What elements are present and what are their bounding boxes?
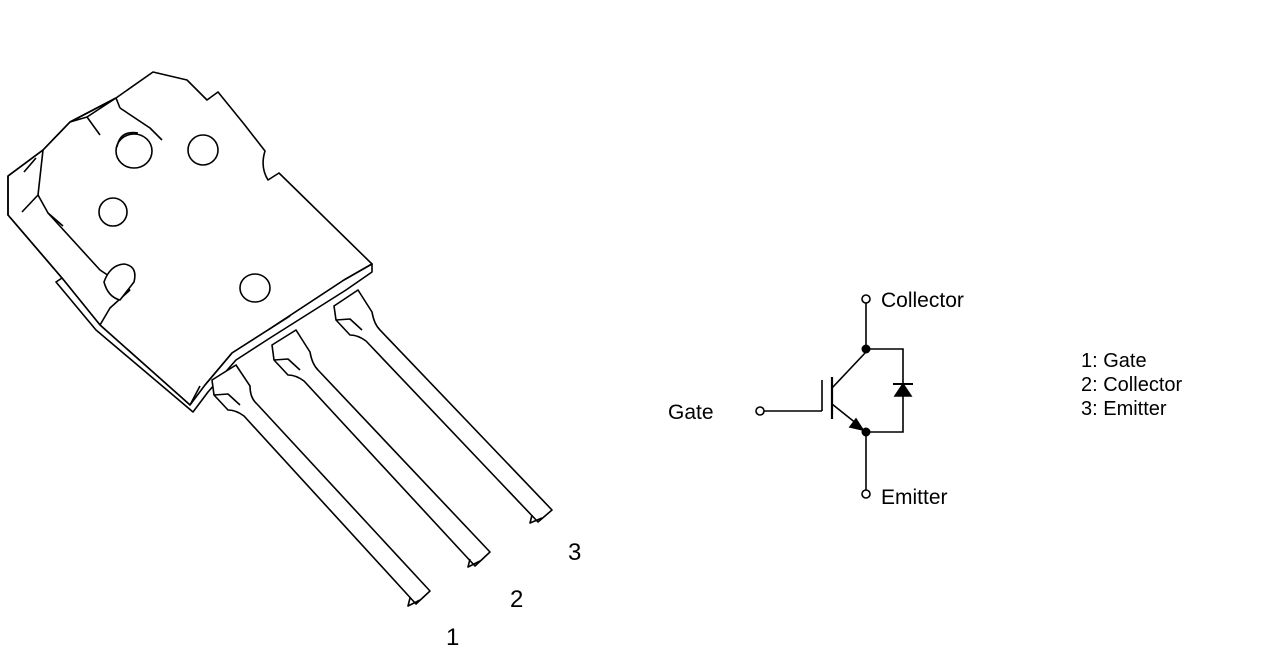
gate-terminal [755,406,765,416]
igbt-schematic [755,294,913,499]
package-left-bevel [7,149,64,279]
package-drawing [7,71,553,607]
lead-3 [333,289,553,523]
pin-assignment-2: 2: Collector [1081,374,1183,396]
collector-diagonal [831,351,867,389]
package-body-edge [99,289,291,406]
lead-1 [211,364,431,605]
pin-number-1: 1 [446,624,459,651]
mounting-hole-3 [98,197,128,227]
mounting-hole-4 [239,273,271,303]
emitter-label: Emitter [881,486,948,509]
lead-1-edge [213,393,421,607]
mounting-hole-1 [115,133,153,169]
lead-2 [271,329,491,567]
package-top-bevel [42,97,121,151]
collector-terminal [861,294,871,304]
pin-assignment-list: 1: Gate 2: Collector 3: Emitter [1081,349,1182,421]
gate-label: Gate [668,401,714,424]
collector-label: Collector [881,289,964,312]
pin-number-3: 3 [568,539,581,566]
pin-assignment-1: 1: Gate [1081,350,1147,372]
lead-3-edge [335,318,543,524]
mounting-slot [103,263,136,301]
package-tab [7,71,373,406]
lead-2-edge [273,358,481,568]
pin-number-2: 2 [510,586,523,613]
pin-assignment-3: 3: Emitter [1081,398,1167,420]
mounting-hole-2 [187,134,219,166]
emitter-terminal [861,489,871,499]
diode-branch [866,348,904,433]
emitter-arrow [848,417,865,432]
diode-triangle [893,382,913,397]
mounting-hole-1-rim [116,131,139,148]
